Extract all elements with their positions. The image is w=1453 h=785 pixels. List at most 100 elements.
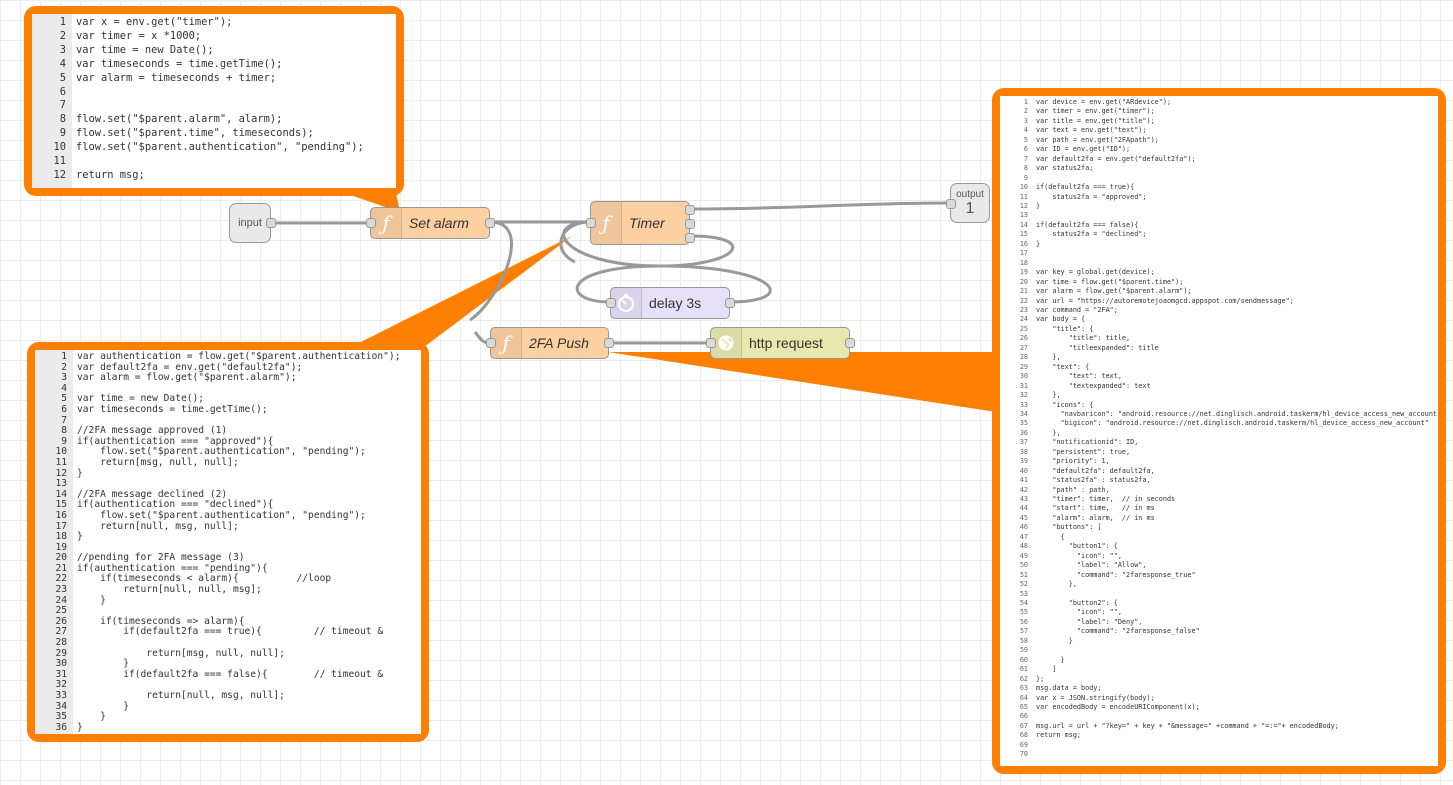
code-line[interactable]: if(default2fa === true){ // timeout &	[77, 626, 384, 638]
code-line[interactable]: }	[1036, 636, 1073, 645]
code-line[interactable]: msg.url = url + "?key=" + key + "&messag…	[1036, 721, 1339, 730]
2fa-push-node[interactable]: ƒ 2FA Push	[486, 327, 614, 359]
code-line[interactable]: msg.data = body;	[1036, 684, 1102, 693]
code-line[interactable]: var default2fa = env.get("default2fa");	[1036, 154, 1196, 163]
code-line[interactable]: "label": "Deny",	[1036, 617, 1143, 626]
code-line[interactable]: "priority": 1,	[1036, 457, 1110, 466]
code-line[interactable]	[76, 86, 396, 100]
http-request-input-port[interactable]	[706, 338, 716, 348]
code-line[interactable]: status2fa = "declined";	[1036, 230, 1147, 239]
code-lines[interactable]: var authentication = flow.get("$parent.a…	[73, 350, 421, 734]
code-line[interactable]: "icon": "",	[1036, 551, 1122, 560]
code-line[interactable]: //2FA message approved (1)	[77, 425, 228, 437]
code-line[interactable]: if(timeseconds => alarm){	[77, 615, 245, 627]
code-line[interactable]	[76, 155, 396, 169]
code-line[interactable]: flow.set("$parent.alarm", alarm);	[76, 113, 283, 126]
timer-output-port-3[interactable]	[685, 233, 695, 243]
code-line[interactable]: var authentication = flow.get("$parent.a…	[77, 351, 401, 362]
code-line[interactable]: var alarm = flow.get("$parent.alarm");	[77, 372, 297, 384]
2fa-push-input-port[interactable]	[486, 338, 496, 348]
code-line[interactable]: var time = new Date();	[77, 393, 205, 405]
code-line[interactable]: }	[77, 467, 83, 479]
delay-output-port[interactable]	[725, 298, 735, 308]
code-line[interactable]	[1036, 712, 1438, 721]
code-line[interactable]: "notificationid": ID,	[1036, 438, 1139, 447]
set-alarm-input-port[interactable]	[366, 218, 376, 228]
code-line[interactable]: return msg;	[76, 168, 145, 181]
code-line[interactable]: return[msg, null, null];	[77, 647, 285, 659]
code-line[interactable]: "navbaricon": "android.resource://net.di…	[1036, 409, 1438, 418]
code-line[interactable]: "button2": {	[1036, 599, 1118, 608]
code-line[interactable]: var status2fa;	[1036, 164, 1094, 173]
code-line[interactable]: var ID = env.get("ID");	[1036, 145, 1131, 154]
delay-node[interactable]: delay 3s	[606, 287, 735, 319]
code-line[interactable]: var alarm = flow.get("$parent.alarm");	[1036, 287, 1192, 296]
code-line[interactable]: ]	[1036, 665, 1057, 674]
code-line[interactable]: var alarm = timeseconds + timer;	[76, 71, 277, 84]
code-line[interactable]: }	[77, 721, 83, 733]
code-line[interactable]: }	[1036, 201, 1041, 210]
code-line[interactable]: }	[77, 700, 129, 712]
timer-input-port[interactable]	[586, 218, 596, 228]
code-line[interactable]: return[null, msg, null];	[77, 690, 285, 701]
code-line[interactable]: var time = new Date();	[76, 43, 214, 56]
output-node[interactable]: output 1	[946, 183, 990, 223]
code-line[interactable]: if(default2fa === false){ // timeout &	[77, 668, 384, 680]
code-line[interactable]	[1036, 211, 1438, 220]
code-line[interactable]: "timer": timer, // in seconds	[1036, 495, 1176, 504]
code-line[interactable]: flow.set("$parent.authentication", "pend…	[77, 509, 366, 521]
code-line[interactable]: var device = env.get("ARdevice");	[1036, 98, 1172, 106]
code-line[interactable]	[1036, 249, 1438, 258]
code-line[interactable]: if(default2fa === false){	[1036, 220, 1139, 229]
code-line[interactable]: if(default2fa === true){	[1036, 183, 1135, 192]
code-line[interactable]: "titleexpanded": title	[1036, 343, 1159, 352]
code-line[interactable]: "icons": {	[1036, 400, 1094, 409]
code-line[interactable]: var timeseconds = time.getTime();	[77, 403, 268, 415]
code-line[interactable]: var command = "2FA";	[1036, 305, 1118, 314]
code-line[interactable]	[1036, 259, 1438, 268]
code-line[interactable]: }	[77, 531, 83, 543]
code-line[interactable]: var timer = x *1000;	[76, 29, 202, 42]
code-line[interactable]: if(authentication === "declined"){	[77, 499, 274, 511]
code-line[interactable]: "buttons": [	[1036, 523, 1102, 532]
code-line[interactable]: "alarm": alarm, // in ms	[1036, 513, 1155, 522]
code-line[interactable]: flow.set("$parent.time", timeseconds);	[76, 127, 314, 140]
code-line[interactable]: }	[1036, 239, 1041, 248]
code-line[interactable]: if(timeseconds < alarm){ //loop	[77, 573, 332, 585]
code-line[interactable]: if(authentication === "pending"){	[77, 562, 268, 574]
code-line[interactable]: var title = env.get("title");	[1036, 116, 1155, 125]
code-line[interactable]: "start": time, // in ms	[1036, 504, 1155, 513]
code-line[interactable]: "label": "Allow",	[1036, 561, 1147, 570]
code-line[interactable]: }	[77, 711, 106, 723]
code-line[interactable]: var time = flow.get("$parent.time");	[1036, 277, 1184, 286]
code-line[interactable]	[1036, 750, 1438, 759]
code-line[interactable]: "status2fa" : status2fa,	[1036, 476, 1151, 485]
code-line[interactable]: }	[77, 658, 129, 670]
code-line[interactable]: "button1": {	[1036, 542, 1118, 551]
code-line[interactable]: "command": "2faresponse_true"	[1036, 570, 1196, 579]
code-line[interactable]	[1036, 590, 1438, 599]
set-alarm-output-port[interactable]	[485, 218, 495, 228]
code-line[interactable]: var key = global.get(device);	[1036, 268, 1155, 277]
code-line[interactable]: "icon": "",	[1036, 608, 1122, 617]
code-line[interactable]: //pending for 2FA message (3)	[77, 552, 245, 564]
code-lines[interactable]: var device = env.get("ARdevice"); var tim…	[1032, 96, 1438, 766]
code-line[interactable]: return[null, msg, null];	[77, 520, 239, 532]
code-line[interactable]: if(authentication === "approved"){	[77, 435, 274, 447]
http-request-output-port[interactable]	[845, 338, 855, 348]
code-line[interactable]: return msg;	[1036, 731, 1082, 740]
code-line[interactable]: status2fa = "approved";	[1036, 192, 1147, 201]
output-node-input-port[interactable]	[946, 199, 956, 209]
code-line[interactable]	[1036, 174, 1438, 183]
code-line[interactable]: },	[1036, 428, 1061, 437]
code-line[interactable]: },	[1036, 391, 1061, 400]
timer-node[interactable]: ƒ Timer	[586, 201, 695, 245]
code-line[interactable]: "command": "2faresponse_false"	[1036, 627, 1200, 636]
code-line[interactable]: var url = "https://autoremotejoaomgcd.ap…	[1036, 296, 1294, 305]
code-line[interactable]: var path = env.get("2FApath");	[1036, 135, 1159, 144]
code-line[interactable]: "default2fa": default2fa,	[1036, 466, 1155, 475]
code-lines[interactable]: var x = env.get("timer");var timer = x *…	[72, 14, 396, 188]
code-line[interactable]: "path" : path,	[1036, 485, 1110, 494]
